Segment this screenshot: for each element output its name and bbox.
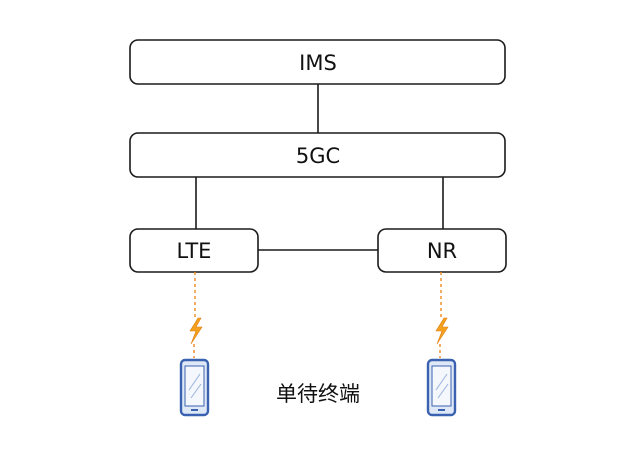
nr-node: NR [377, 228, 507, 273]
5gc-node: 5GC [129, 132, 506, 178]
phone-icon [179, 358, 210, 417]
5gc-label: 5GC [296, 144, 340, 168]
lightning-icon [435, 317, 449, 345]
lte-node: LTE [129, 228, 259, 273]
lte-label: LTE [177, 239, 212, 263]
lightning-icon [189, 317, 203, 345]
terminal-caption: 单待终端 [276, 382, 360, 406]
ims-label: IMS [299, 51, 337, 75]
nr-label: NR [427, 239, 457, 263]
ims-node: IMS [129, 39, 506, 85]
phone-icon [426, 358, 457, 417]
